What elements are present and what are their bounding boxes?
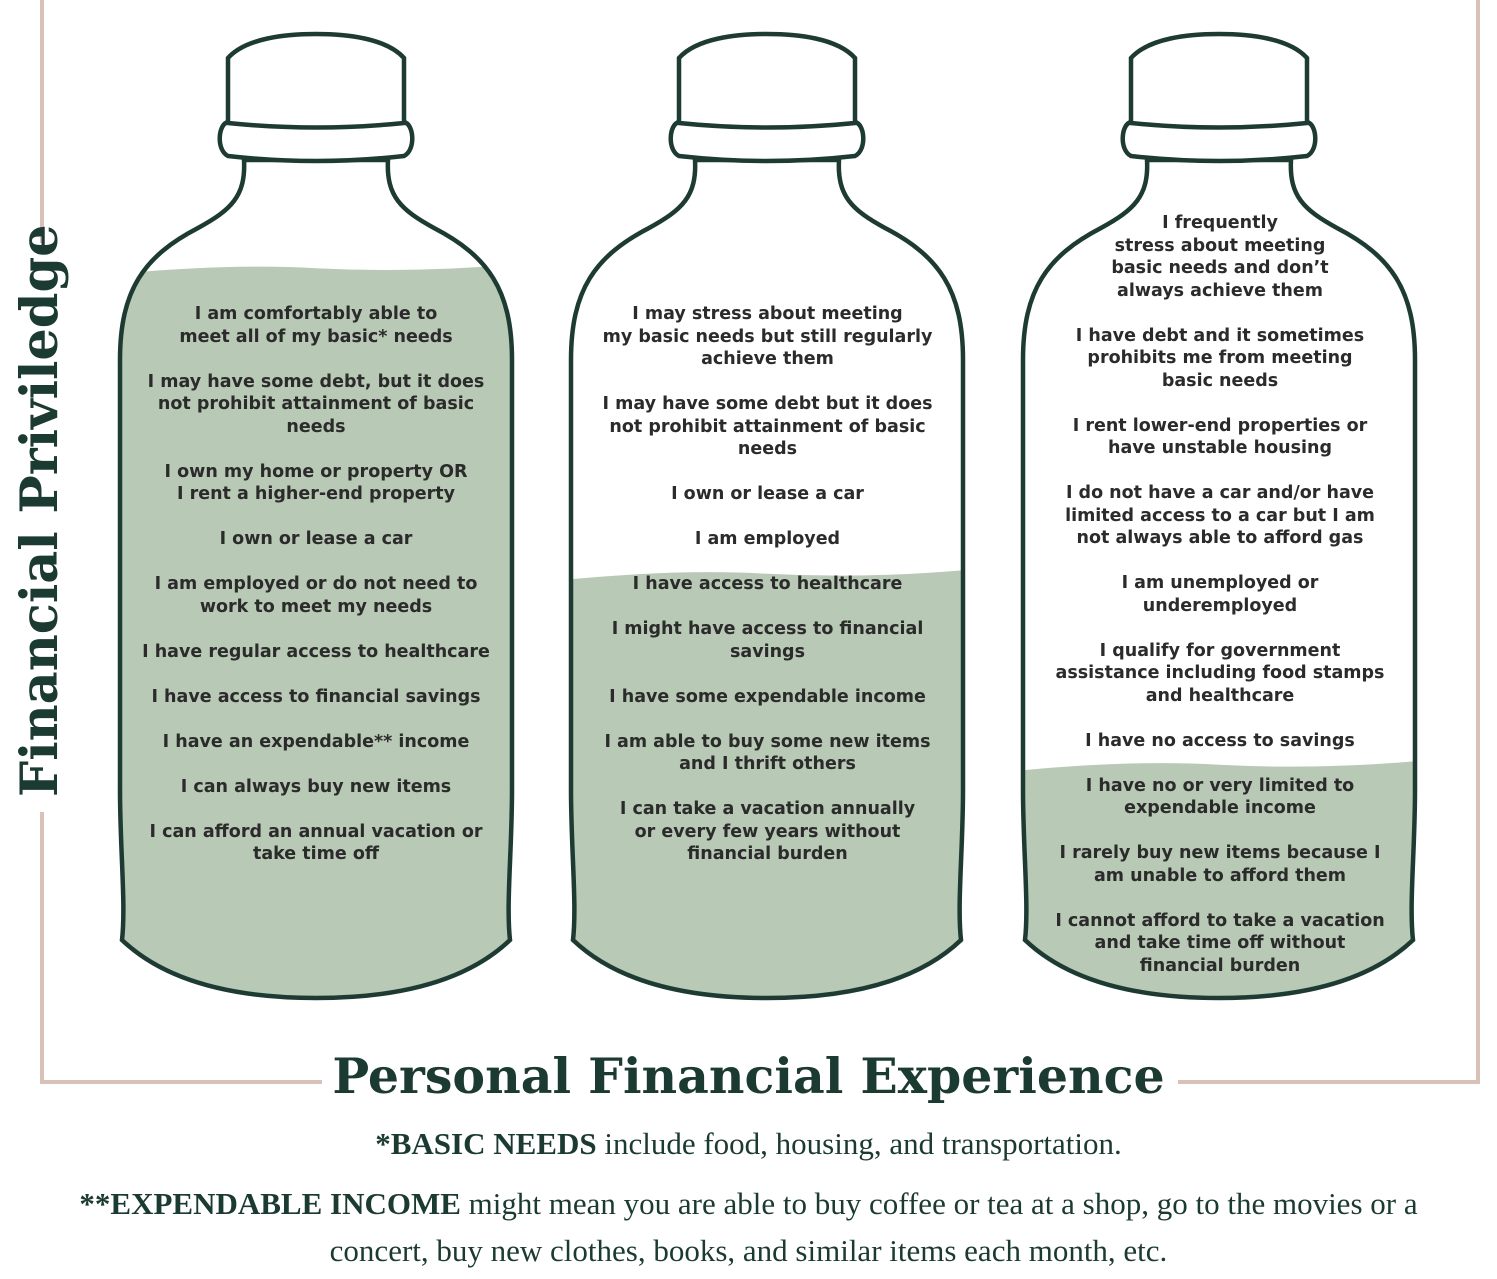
list-item: I am employed	[694, 529, 841, 549]
bottle-low-privilege	[1020, 31, 1418, 1001]
list-item: I qualify for government assistance incl…	[1055, 640, 1385, 706]
bottle-cap	[1128, 31, 1310, 130]
list-item: I can afford an annual vacation or take …	[149, 821, 483, 865]
list-item: I own or lease a car	[671, 484, 864, 504]
bottle-high-privilege	[117, 31, 515, 1001]
list-item: I own my home or property OR I rent a hi…	[164, 461, 468, 505]
list-item: I may have some debt but it does not pro…	[602, 394, 933, 459]
list-item: I have some expendable income	[609, 686, 926, 707]
list-item: I have no or very limited to expendable …	[1085, 775, 1355, 819]
list-item: I own or lease a car	[219, 529, 413, 549]
bottle-outline	[117, 157, 515, 1001]
list-item: I am comfortably able to meet all of my …	[179, 304, 453, 347]
bottle-outline	[1020, 157, 1418, 1001]
list-item: I have debt and it sometimes prohibits m…	[1075, 325, 1365, 391]
bottle-mid-text: I may stress about meeting my basic need…	[580, 303, 955, 888]
footnote-term: *BASIC NEEDS	[375, 1126, 597, 1161]
frame	[40, 0, 1480, 1084]
list-item: I rarely buy new items because I am unab…	[1059, 843, 1381, 886]
bottle-fill	[120, 260, 512, 998]
list-item: I have an expendable** income	[162, 731, 470, 752]
list-item: I have regular access to healthcare	[142, 641, 490, 662]
y-axis-label: Financial Priviledge	[10, 224, 70, 797]
list-item: I am able to buy some new items and I th…	[604, 731, 931, 775]
bottle-outline	[568, 157, 966, 1001]
list-item: I can always buy new items	[180, 776, 452, 797]
list-item: I cannot afford to take a vacation and t…	[1055, 910, 1385, 976]
footnote-text: might mean you are able to buy coffee or…	[329, 1186, 1418, 1268]
list-item: I have access to healthcare	[632, 574, 903, 594]
list-item: I rent lower-end properties or have unst…	[1072, 415, 1368, 459]
list-item: I am employed or do not need to work to …	[154, 574, 478, 617]
diagram-title: Personal Financial Experience	[332, 1047, 1165, 1105]
list-item: I have no access to savings	[1085, 730, 1355, 751]
bottle-cap	[676, 31, 858, 130]
bottle-cap	[225, 31, 407, 130]
list-item: I can take a vacation annually or every …	[619, 799, 916, 864]
bottle-high-text: I am comfortably able to meet all of my …	[126, 303, 506, 888]
bottle-mid-privilege	[568, 31, 966, 1001]
bottle-low-text: I frequently stress about meeting basic …	[1030, 212, 1410, 1000]
list-item: I do not have a car and/or have limited …	[1065, 483, 1375, 548]
list-item: I have access to financial savings	[151, 686, 481, 707]
list-item: I am unemployed or underemployed	[1121, 573, 1319, 616]
bottle-fill	[1023, 756, 1415, 998]
list-item: I might have access to financial savings	[611, 619, 924, 662]
footnote-text: include food, housing, and transportatio…	[596, 1126, 1122, 1161]
list-item: I frequently stress about meeting basic …	[1111, 213, 1329, 301]
list-item: I may have some debt, but it does not pr…	[147, 371, 485, 437]
bottle-fill	[571, 565, 963, 998]
list-item: I may stress about meeting my basic need…	[602, 304, 933, 369]
footnote-expendable-income: **EXPENDABLE INCOME might mean you are a…	[40, 1180, 1457, 1274]
footnote-basic-needs: *BASIC NEEDS include food, housing, and …	[40, 1120, 1457, 1167]
footnote-term: **EXPENDABLE INCOME	[79, 1186, 461, 1221]
